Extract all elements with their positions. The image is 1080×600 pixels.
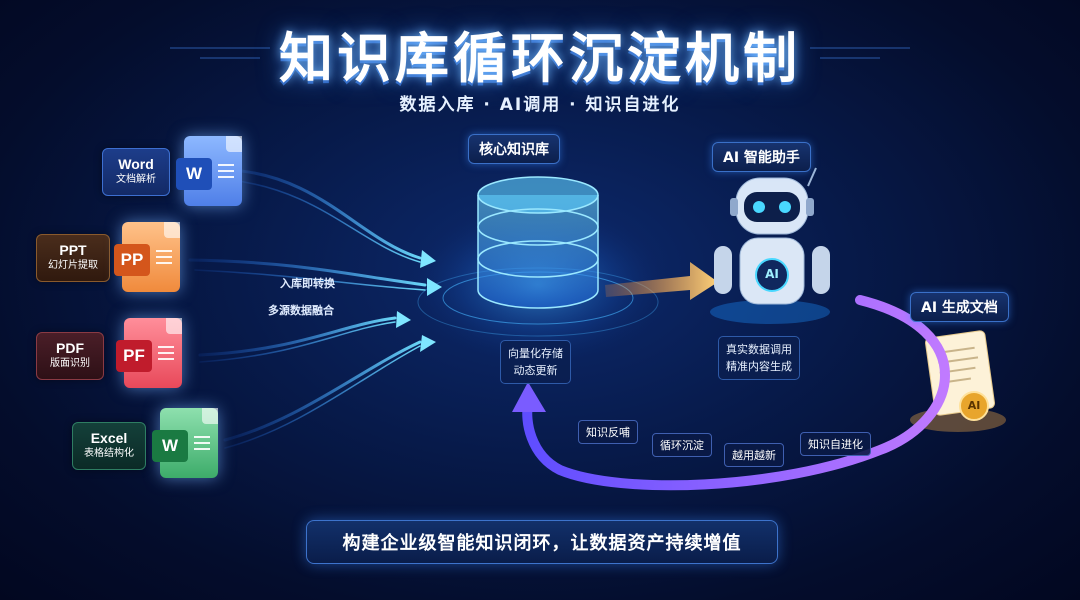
core-caption-line1: 向量化存储 [508,347,563,360]
loop-tag-evolve: 知识自进化 [800,432,871,456]
source-label-pdf: PDF 版面识别 [36,332,104,380]
loop-arrow [522,295,950,491]
loop-tag-accumulate: 循环沉淀 [652,433,712,457]
excel-doc-icon: W [152,408,218,478]
assistant-caption-line2: 精准内容生成 [726,360,792,373]
source-name: PDF [56,340,84,356]
input-arrowheads [396,250,442,352]
loop-arrowhead [512,382,546,412]
document-medal-icon: AI [967,399,981,412]
header-decor-lines [170,47,910,59]
bottom-banner: 构建企业级智能知识闭环，让数据资产持续增值 [306,520,778,564]
assistant-caption: 真实数据调用 精准内容生成 [718,336,800,380]
loop-tag-feedback: 知识反哺 [578,420,638,444]
core-title: 核心知识库 [468,134,560,164]
ppt-doc-icon: PP [114,222,180,292]
loop-tag-fresh: 越用越新 [724,443,784,467]
source-name: Excel [90,430,128,446]
assistant-title: AI 智能助手 [712,142,811,172]
source-desc: 幻灯片提取 [48,260,98,271]
database-cylinder [477,176,599,309]
generated-doc-title: AI 生成文档 [910,292,1009,322]
robot-icon: AI [765,267,779,281]
source-label-ppt: PPT 幻灯片提取 [36,234,110,282]
pdf-doc-icon: PF [116,318,182,388]
core-caption-line2: 动态更新 [513,364,558,377]
source-label-word: Word 文档解析 [102,148,170,196]
word-badge: W [176,158,212,190]
page-title: 知识库循环沉淀机制 [279,27,801,90]
source-desc: 表格结构化 [84,448,134,459]
core-caption: 向量化存储 动态更新 [500,340,571,384]
source-name: PPT [59,242,87,258]
source-label-excel: Excel 表格结构化 [72,422,146,470]
source-desc: 文档解析 [116,174,156,185]
robot-illustration [710,167,830,324]
input-streams [188,168,427,449]
flow-label-merge: 多源数据融合 [268,304,334,317]
word-doc-icon: W [176,136,242,206]
source-name: Word [118,156,154,172]
output-arrow [605,262,718,300]
pdf-badge: PF [116,340,152,372]
source-desc: 版面识别 [50,358,90,369]
page-subtitle: 数据入库 · AI调用 · 知识自进化 [399,95,681,115]
excel-badge: W [152,430,188,462]
ppt-badge: PP [114,244,150,276]
flow-label-convert: 入库即转换 [280,277,335,290]
assistant-caption-line1: 真实数据调用 [726,343,792,356]
